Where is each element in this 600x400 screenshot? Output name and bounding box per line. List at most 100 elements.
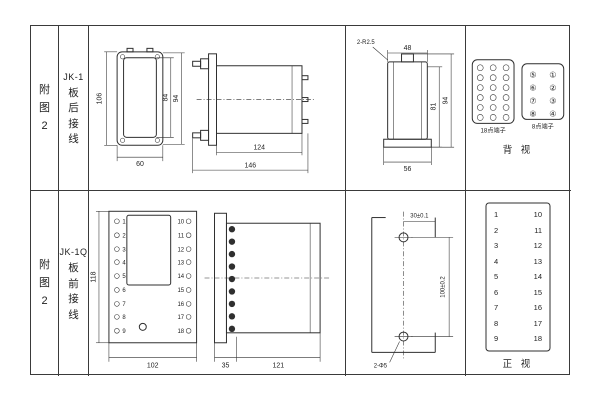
tbl-left: 1 bbox=[494, 210, 498, 219]
terminal-num: ⑤ bbox=[529, 71, 536, 80]
terminal-label: 6 bbox=[122, 288, 126, 294]
dim-124: 124 bbox=[253, 145, 265, 152]
jk1-side-view: 124 146 bbox=[192, 53, 316, 174]
corner-hole bbox=[154, 137, 160, 143]
dim-60: 60 bbox=[136, 161, 144, 168]
dim-94-rear: 94 bbox=[443, 97, 450, 105]
label-8-point: 8点端子 bbox=[532, 122, 554, 130]
dim-56: 56 bbox=[404, 166, 412, 173]
terminal-stud bbox=[301, 75, 309, 81]
jk1-views-drawing: 106 84 94 60 bbox=[97, 47, 316, 174]
dim-35: 35 bbox=[222, 363, 230, 370]
terminal-num: ③ bbox=[549, 97, 556, 106]
terminal-label: 12 bbox=[177, 247, 184, 253]
terminal-label: 4 bbox=[122, 260, 126, 266]
tbl-left: 5 bbox=[494, 272, 498, 281]
terminal-block-8: ⑤ ① ⑥ ② ⑦ ③ ⑧ ④ bbox=[521, 63, 565, 120]
terminal-label: 11 bbox=[178, 233, 185, 239]
dim-48: 48 bbox=[404, 45, 412, 52]
jk1q-table-cell: 1 10 2 11 3 12 4 13 5 14 6 15 7 16 8 17 … bbox=[466, 191, 571, 376]
jk1q-mounting-cell: 30±0.1 100±0.2 2-Φ5 bbox=[346, 191, 466, 376]
terminal-table-drawing: 1 10 2 11 3 12 4 13 5 14 6 15 7 16 8 17 … bbox=[485, 202, 551, 370]
mount-screw-bottom bbox=[192, 132, 202, 139]
mounting-drawing: 30±0.1 100±0.2 2-Φ5 bbox=[371, 211, 454, 369]
tbl-right: 14 bbox=[534, 272, 542, 281]
fig-label-row1: 附 图 2 bbox=[31, 26, 59, 191]
dim-30: 30±0.1 bbox=[410, 214, 429, 220]
tbl-right: 17 bbox=[534, 319, 542, 328]
jk1q-views-cell: 1 2 3 4 5 6 7 8 9 10 11 bbox=[89, 191, 346, 376]
hole-note: 2-Φ5 bbox=[374, 363, 388, 369]
fig-label-row2: 附 图 2 bbox=[31, 191, 59, 376]
tbl-right: 18 bbox=[534, 334, 542, 343]
mount-screw-top bbox=[192, 60, 202, 67]
dim-118: 118 bbox=[90, 271, 97, 282]
jk1-rear-drawing: 2-R2.5 48 81 94 bbox=[357, 40, 455, 173]
tbl-right: 10 bbox=[534, 210, 542, 219]
relay-front-outline bbox=[116, 51, 164, 146]
dim-81: 81 bbox=[431, 103, 438, 111]
corner-hole bbox=[120, 137, 126, 143]
fig-char: 图 bbox=[39, 101, 50, 114]
terminal-blocks-drawing: ⑤ ① ⑥ ② ⑦ ③ ⑧ ④ 18点端子 8点端子 背 视 bbox=[471, 59, 565, 156]
block18-outline bbox=[471, 59, 515, 124]
socket-cutout bbox=[126, 214, 172, 286]
dim-84: 84 bbox=[162, 94, 169, 102]
mount-bracket-bottom bbox=[200, 129, 210, 141]
tbl-right: 11 bbox=[534, 226, 542, 235]
terminal-label: 18 bbox=[177, 329, 184, 335]
terminal-label: 17 bbox=[177, 315, 184, 321]
relay-front-channel bbox=[123, 57, 157, 138]
top-nub bbox=[146, 47, 154, 53]
fig-char: 图 bbox=[39, 277, 50, 289]
terminal-num: ⑧ bbox=[529, 109, 536, 118]
wiring-char: 线 bbox=[68, 308, 79, 321]
fig-char: 2 bbox=[41, 295, 48, 307]
jk1q-side-view: 35 121 bbox=[204, 212, 331, 370]
cutout-flange bbox=[383, 138, 432, 148]
mount-bracket-top bbox=[200, 58, 210, 70]
terminal-num: ⑦ bbox=[529, 97, 536, 106]
jk1q-front-view: 1 2 3 4 5 6 7 8 9 10 11 bbox=[90, 210, 198, 370]
dim-100: 100±0.2 bbox=[441, 276, 447, 297]
tbl-left: 6 bbox=[494, 288, 498, 297]
jk1-terminals-cell: ⑤ ① ⑥ ② ⑦ ③ ⑧ ④ 18点端子 8点端子 背 视 bbox=[466, 26, 571, 191]
corner-hole bbox=[154, 54, 160, 60]
table-outline bbox=[485, 202, 551, 352]
jk1q-views-drawing: 1 2 3 4 5 6 7 8 9 10 11 bbox=[90, 210, 331, 370]
tbl-left: 3 bbox=[494, 241, 498, 250]
wiring-char: 接 bbox=[68, 117, 79, 130]
leader-line bbox=[372, 46, 388, 61]
block8-outline bbox=[521, 63, 565, 120]
wiring-char: 线 bbox=[68, 133, 79, 145]
tbl-right: 13 bbox=[534, 257, 542, 266]
terminal-num: ④ bbox=[549, 109, 556, 118]
terminal-stud bbox=[301, 118, 309, 124]
corner-hole bbox=[120, 54, 126, 60]
model-name: JK-1Q bbox=[59, 247, 88, 257]
tbl-left: 7 bbox=[494, 303, 498, 312]
terminal-label: 3 bbox=[122, 247, 126, 253]
terminal-num: ⑥ bbox=[529, 84, 536, 93]
socket-outline bbox=[108, 210, 198, 344]
terminal-label: 16 bbox=[177, 302, 184, 308]
terminal-label: 10 bbox=[177, 219, 184, 225]
radius-note: 2-R2.5 bbox=[357, 40, 376, 46]
terminal-block-18 bbox=[471, 59, 515, 124]
tbl-left: 2 bbox=[494, 226, 498, 235]
terminal-label: 7 bbox=[122, 302, 126, 308]
wiring-char: 板 bbox=[68, 86, 79, 99]
top-nub bbox=[126, 47, 134, 53]
jk1-front-view: 106 84 94 60 bbox=[97, 47, 185, 168]
figure-table: 附 图 2 JK-1 板 后 接 线 bbox=[30, 25, 571, 376]
tbl-right: 15 bbox=[534, 288, 542, 297]
jk1-rear-cell: 2-R2.5 48 81 94 bbox=[346, 26, 466, 191]
model-name: JK-1 bbox=[63, 71, 84, 82]
wiring-char: 后 bbox=[68, 102, 79, 114]
mount-hole bbox=[138, 322, 147, 331]
tbl-left: 9 bbox=[494, 334, 498, 343]
label-18-point: 18点端子 bbox=[480, 126, 505, 134]
wiring-char: 接 bbox=[68, 293, 79, 305]
wiring-char: 前 bbox=[68, 277, 79, 290]
model-label-jk1: JK-1 板 后 接 线 bbox=[59, 26, 89, 191]
